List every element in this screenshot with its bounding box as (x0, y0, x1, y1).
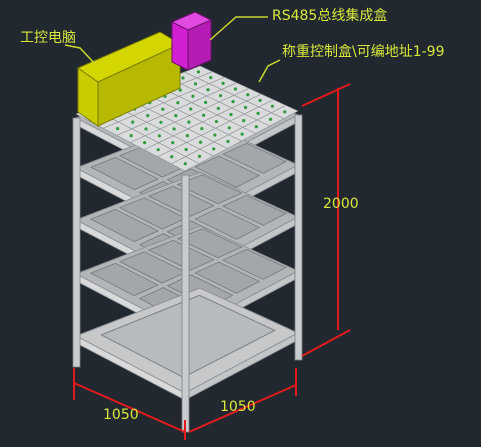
right-post (294, 114, 303, 361)
module-indicator-dot (129, 134, 133, 138)
module-indicator-dot (191, 94, 195, 98)
module-indicator-dot (258, 98, 262, 103)
module-indicator-dot (156, 148, 160, 152)
module-indicator-dot (240, 132, 244, 136)
pc-leader (64, 44, 98, 67)
module-indicator-dot (143, 141, 147, 145)
scale-pad (222, 248, 287, 280)
module-indicator-dot (146, 114, 150, 118)
module-indicator-dot (196, 70, 201, 74)
front-post (181, 174, 190, 433)
left-post (72, 117, 81, 368)
module-indicator-dot (243, 105, 248, 110)
module-indicator-dot (174, 114, 178, 118)
module-indicator-dot (161, 107, 165, 111)
width-dim-left-line (73, 382, 186, 433)
width-dim-right-line (188, 384, 297, 433)
module-indicator-dot (189, 107, 193, 111)
dimension-lines (64, 16, 351, 440)
scale-pad (222, 142, 287, 174)
scale-pad (194, 207, 261, 240)
module-indicator-dot (221, 81, 225, 85)
module-indicator-dot (201, 113, 206, 117)
rs485-box-top (170, 11, 213, 31)
module-indicator-dot (131, 120, 135, 124)
height-dim-ext-top (301, 83, 351, 107)
module-indicator-dot (178, 88, 182, 92)
module-indicator-dot (198, 140, 203, 144)
module-indicator-dot (171, 141, 175, 145)
height-dim-ext-bottom (301, 329, 351, 357)
rs485-box-label: RS485总线集成盒 (272, 8, 388, 24)
scale-pad (222, 194, 287, 226)
module-indicator-dot (212, 147, 216, 151)
module-indicator-dot (283, 110, 287, 114)
module-indicator-dot (187, 120, 191, 124)
scale-pad (147, 239, 215, 271)
module-indicator-dot (183, 162, 187, 166)
module-indicator-dot (184, 147, 188, 152)
module-indicator-dot (193, 82, 198, 86)
module-indicator-dot (157, 134, 162, 138)
height-dimension-label: 2000 (323, 196, 359, 212)
module-indicator-dot (256, 111, 260, 115)
module-indicator-dot (216, 106, 220, 111)
module-indicator-dot (209, 75, 213, 80)
scale-pad (176, 174, 243, 205)
module-indicator-dot (227, 126, 231, 130)
width-dimension-left-label: 1050 (103, 407, 139, 423)
module-indicator-dot (242, 119, 246, 123)
weighing-leader (258, 59, 281, 83)
equipment-boxes (76, 11, 213, 127)
module-indicator-dot (176, 101, 180, 105)
module-indicator-dot (200, 126, 204, 131)
width-dimension-right-label: 1050 (220, 399, 256, 415)
module-indicator-dot (204, 100, 208, 104)
scale-pad (89, 156, 159, 191)
scale-pad (194, 261, 261, 294)
module-indicator-dot (181, 76, 185, 80)
scale-pad (147, 185, 215, 217)
module-indicator-dot (233, 87, 238, 91)
industrial-pc-label: 工控电脑 (20, 30, 76, 46)
scale-pad (176, 228, 243, 259)
module-indicator-dot (270, 104, 275, 108)
module-indicator-dot (185, 134, 189, 138)
module-indicator-dot (159, 120, 163, 124)
module-indicator-dot (170, 155, 174, 159)
module-indicator-dot (206, 88, 210, 92)
module-indicator-dot (268, 117, 273, 121)
scale-pad (194, 155, 261, 188)
module-indicator-dot (246, 93, 250, 97)
module-indicator-dot (214, 119, 219, 124)
scale-pad (89, 208, 159, 243)
module-indicator-dot (197, 154, 202, 158)
module-indicator-dot (231, 99, 235, 104)
module-indicator-dot (213, 133, 217, 137)
module-indicator-dot (172, 127, 176, 131)
scale-pad (89, 262, 159, 297)
module-indicator-dot (226, 139, 230, 144)
module-indicator-dot (254, 125, 258, 129)
module-indicator-dot (115, 126, 120, 131)
module-indicator-dot (218, 94, 223, 98)
module-indicator-dot (144, 127, 148, 131)
weighing-control-box-label: 称重控制盒\可编地址1-99 (282, 44, 445, 60)
rs485-leader (209, 16, 268, 41)
module-indicator-dot (229, 112, 233, 117)
